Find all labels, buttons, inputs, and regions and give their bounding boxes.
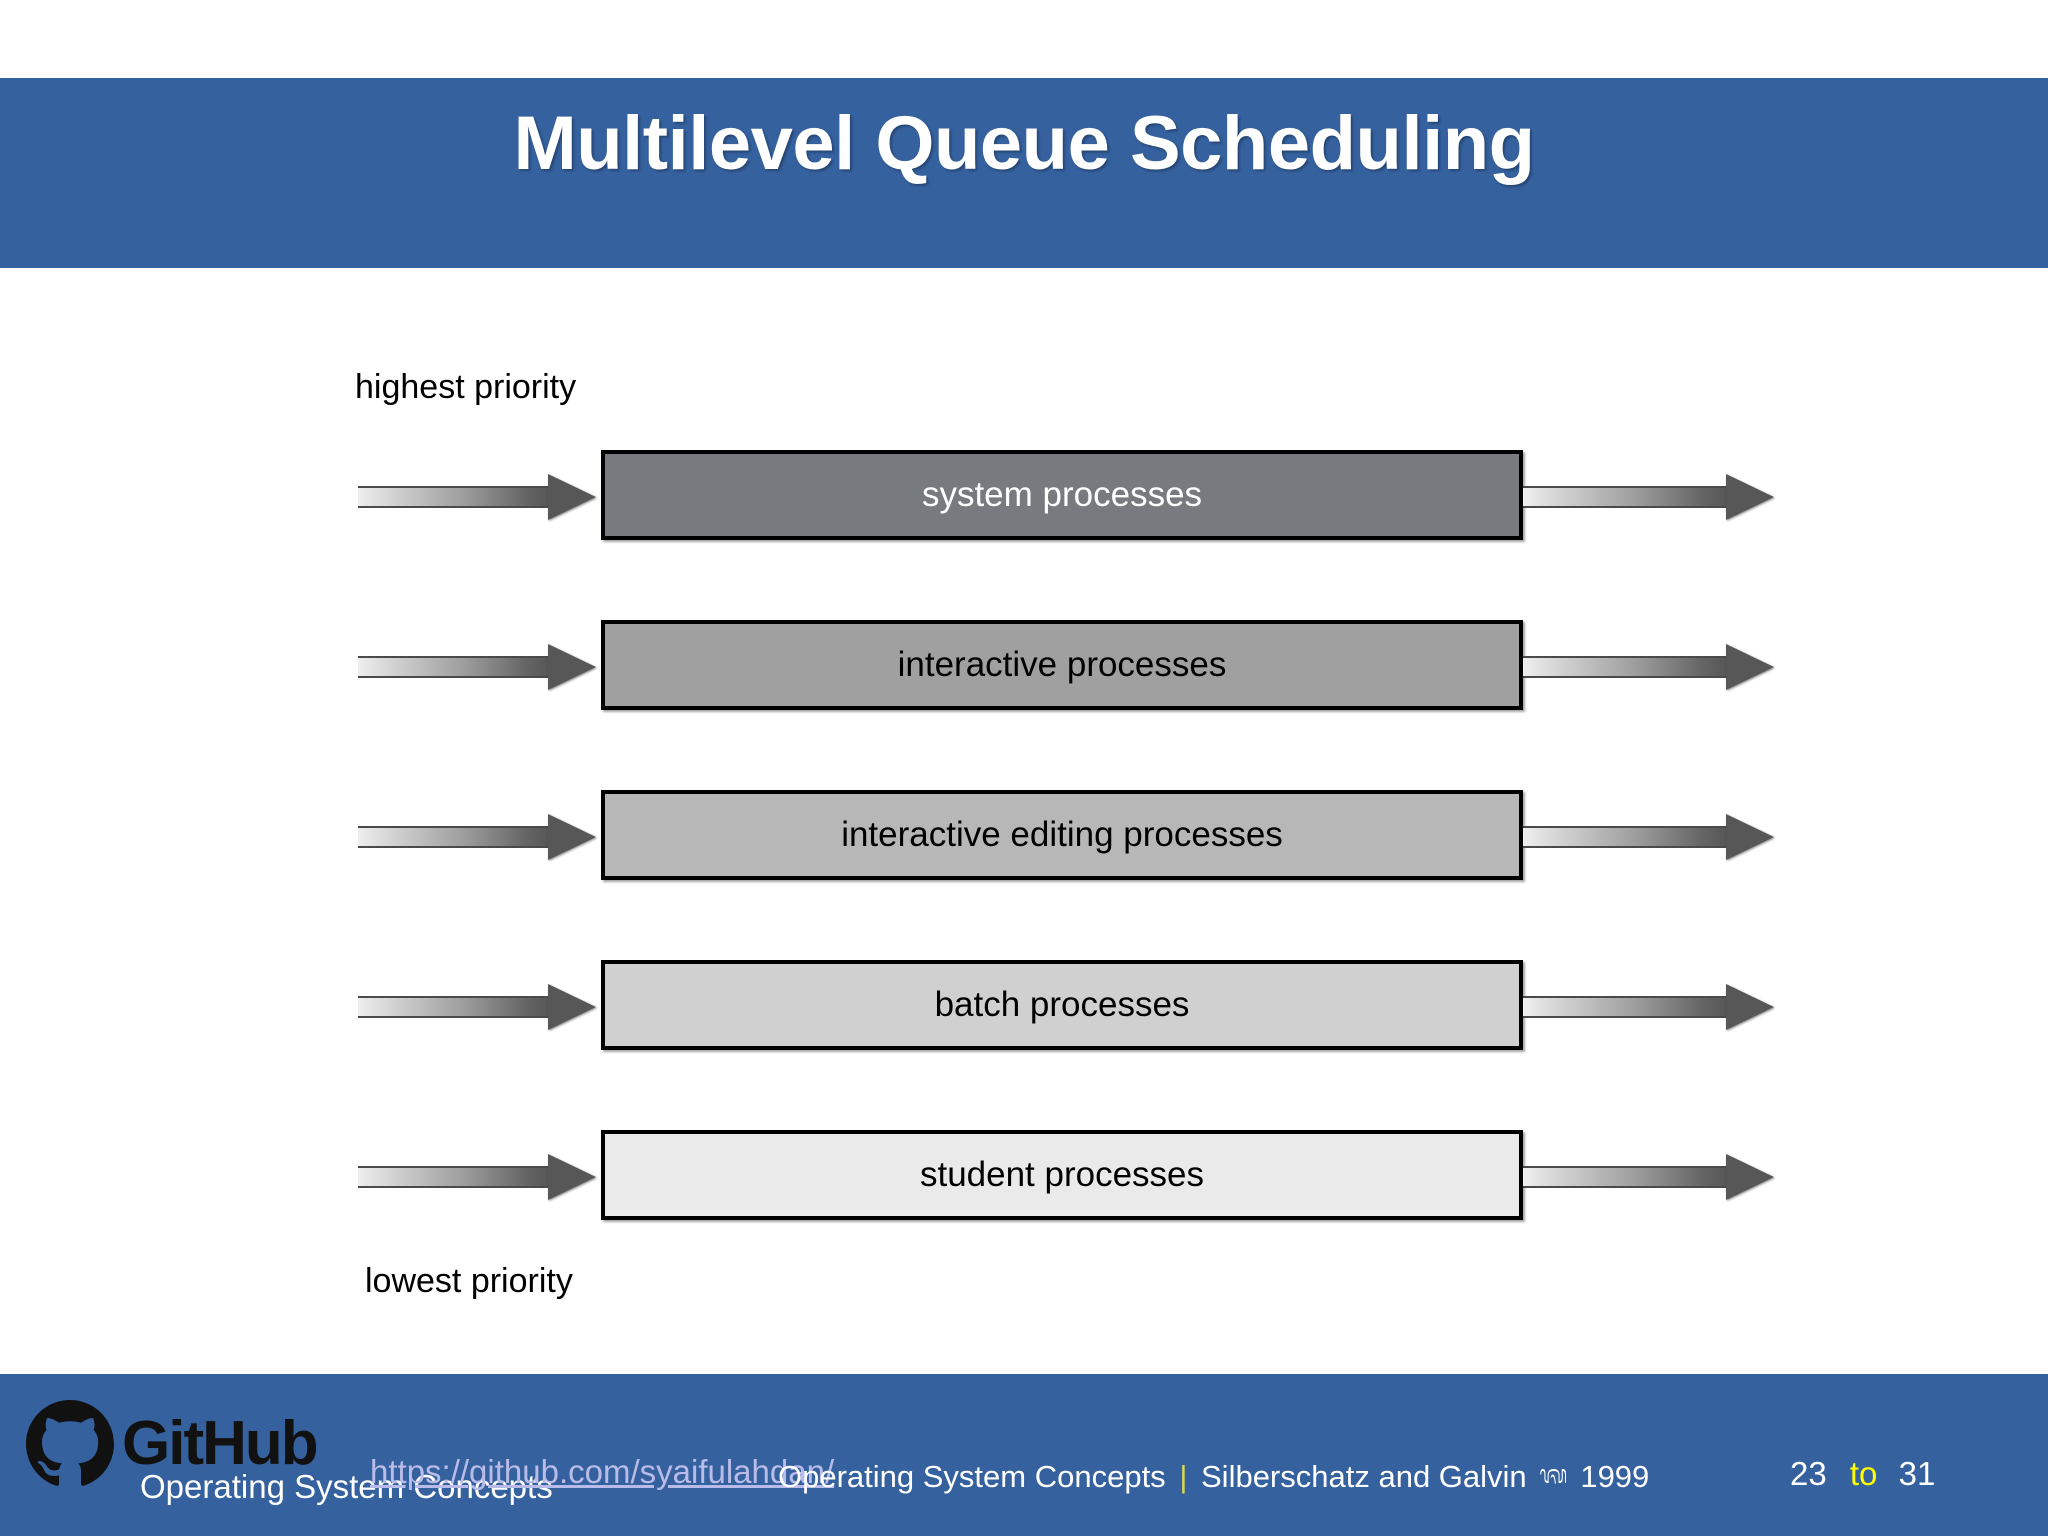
arrow-head bbox=[548, 1154, 596, 1200]
citation-authors: Silberschatz and Galvin bbox=[1201, 1459, 1527, 1494]
outgoing-arrow-icon bbox=[1523, 984, 1780, 1030]
queue-box-label: batch processes bbox=[934, 985, 1190, 1024]
arrow-shaft bbox=[358, 996, 553, 1018]
page-current: 23 bbox=[1790, 1455, 1827, 1492]
incoming-arrow-icon bbox=[358, 644, 601, 690]
slide-footer-bar bbox=[0, 1374, 2048, 1536]
outgoing-arrow-icon bbox=[1523, 814, 1780, 860]
arrow-head bbox=[1726, 474, 1774, 520]
queue-box-student-processes[interactable]: student processes bbox=[601, 1130, 1523, 1220]
arrow-shaft bbox=[358, 1166, 553, 1188]
arrow-head bbox=[1726, 644, 1774, 690]
arrow-head bbox=[548, 644, 596, 690]
github-profile-link[interactable]: https://github.com/syaifulahdan/ bbox=[370, 1453, 835, 1490]
arrow-head bbox=[1726, 814, 1774, 860]
page-total: 31 bbox=[1898, 1455, 1936, 1492]
arrow-head bbox=[548, 474, 596, 520]
page-title: Multilevel Queue Scheduling bbox=[513, 101, 1535, 186]
arrow-head bbox=[548, 814, 596, 860]
highest-priority-label: highest priority bbox=[355, 368, 577, 406]
queue-row: system processes bbox=[0, 450, 2048, 546]
queue-box-label: interactive processes bbox=[897, 645, 1227, 684]
queue-box-label: system processes bbox=[921, 475, 1203, 514]
github-octocat-icon bbox=[26, 1400, 114, 1486]
arrow-shaft bbox=[1523, 996, 1731, 1018]
outgoing-arrow-icon bbox=[1523, 644, 1780, 690]
arrow-shaft bbox=[1523, 656, 1731, 678]
course-overlay-label: Operating System Concepts bbox=[140, 1468, 553, 1505]
citation-text: Operating System Concepts | Silberschatz… bbox=[778, 1455, 1649, 1502]
outgoing-arrow-icon bbox=[1523, 1154, 1780, 1200]
citation-separator: | bbox=[1179, 1459, 1188, 1494]
queue-box-system-processes[interactable]: system processes bbox=[601, 450, 1523, 540]
incoming-arrow-icon bbox=[358, 1154, 601, 1200]
queue-box-batch-processes[interactable]: batch processes bbox=[601, 960, 1523, 1050]
incoming-arrow-icon bbox=[358, 814, 601, 860]
multilevel-queue-diagram: highest priority system processes intera… bbox=[0, 268, 2048, 1374]
arrow-head bbox=[1726, 984, 1774, 1030]
queue-box-label: student processes bbox=[919, 1155, 1205, 1194]
github-wordmark: GitHub bbox=[122, 1409, 319, 1478]
arrow-shaft bbox=[1523, 486, 1731, 508]
arrow-shaft bbox=[1523, 1166, 1731, 1188]
queue-row: interactive editing processes bbox=[0, 790, 2048, 886]
arrow-head bbox=[548, 984, 596, 1030]
queue-row: student processes bbox=[0, 1130, 2048, 1226]
arrow-shaft bbox=[1523, 826, 1731, 848]
queue-row: batch processes bbox=[0, 960, 2048, 1056]
page-number-indicator: 23 to 31 bbox=[1790, 1455, 1935, 1493]
citation-book: Operating System Concepts bbox=[778, 1459, 1166, 1494]
citation-year: 1999 bbox=[1580, 1459, 1650, 1494]
arrow-shaft bbox=[358, 486, 553, 508]
incoming-arrow-icon bbox=[358, 984, 601, 1030]
queue-box-label: interactive editing processes bbox=[841, 815, 1283, 854]
page-to-label: to bbox=[1849, 1455, 1878, 1492]
arrow-shaft bbox=[358, 826, 553, 848]
arrow-head bbox=[1726, 1154, 1774, 1200]
citation-caret-glyph: ᬰ bbox=[1539, 1459, 1568, 1489]
arrow-shaft bbox=[358, 656, 553, 678]
queue-box-interactive-processes[interactable]: interactive processes bbox=[601, 620, 1523, 710]
slide-header-bar bbox=[0, 78, 2048, 268]
incoming-arrow-icon bbox=[358, 474, 601, 520]
queue-box-interactive-editing-processes[interactable]: interactive editing processes bbox=[601, 790, 1523, 880]
lowest-priority-label: lowest priority bbox=[365, 1262, 573, 1300]
outgoing-arrow-icon bbox=[1523, 474, 1780, 520]
queue-row: interactive processes bbox=[0, 620, 2048, 716]
